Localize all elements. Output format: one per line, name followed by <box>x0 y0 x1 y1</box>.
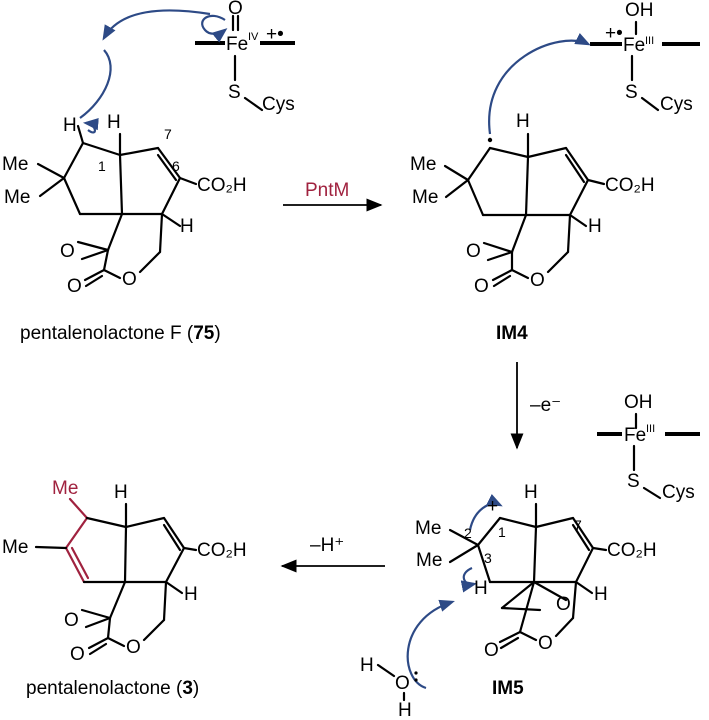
reaction-step-3: –H⁺ <box>280 535 385 573</box>
cys-label: Cys <box>262 94 295 115</box>
water-h-2: H <box>398 700 412 720</box>
fe-iii-oxidation-state: III <box>645 35 654 47</box>
water-molecule: H O H <box>360 655 418 720</box>
h-3-junction: H <box>114 482 128 503</box>
lactone-o-im5: O <box>538 633 553 654</box>
position-7: 7 <box>164 126 172 142</box>
curly-arrow-water <box>406 599 455 690</box>
fe-iv-oxo-cofactor: Fe IV +• O S Cys <box>195 0 295 115</box>
fe-iii-label-2: Fe <box>624 425 646 446</box>
position-1: 1 <box>98 158 106 174</box>
h-im4-junction: H <box>516 111 530 132</box>
curly-arrow-h-abstract <box>79 49 112 119</box>
carbonyl-o: O <box>67 276 82 297</box>
position-1-im5: 1 <box>498 524 506 540</box>
methyl-im4-1: Me <box>410 154 436 175</box>
curly-arrow-rebound <box>488 32 591 135</box>
curly-arrow-to-h <box>102 9 211 41</box>
fe-iii-oxidation-state-2: III <box>646 423 655 435</box>
s-label: S <box>228 82 241 103</box>
methyl-im5-2: Me <box>416 550 442 571</box>
reaction-step-1: PntM <box>283 180 383 212</box>
h-im5-junction: H <box>524 482 538 503</box>
caption-im5: IM5 <box>492 678 524 699</box>
co2h-im5-label: CO₂H <box>607 540 657 561</box>
h-im4-c5: H <box>588 216 602 237</box>
fe-oxidation-state: IV <box>248 31 259 43</box>
cys-label-3: Cys <box>662 482 695 503</box>
curly-arrow-ch-bond-im5 <box>460 566 478 593</box>
oxo-o-label: O <box>228 0 243 19</box>
h-3-c5: H <box>184 584 198 605</box>
intermediate-im4: OH +• Fe III S Cys Me Me H <box>410 0 700 344</box>
epoxide-o: O <box>60 241 75 262</box>
caption-im4: IM4 <box>496 323 528 344</box>
epoxide-o-3: O <box>64 610 79 631</box>
h-c1: H <box>63 115 77 136</box>
curly-arrow-methyl-shift <box>468 493 503 531</box>
caption-compound-3: pentalenolactone (3) <box>26 678 199 699</box>
water-h-1: H <box>360 655 374 676</box>
skeleton-75: H 1 Me Me H 7 6 CO₂H <box>2 112 247 297</box>
epoxide-o-im5: O <box>556 594 571 615</box>
deprotonation-label: –H⁺ <box>310 535 344 556</box>
oh-label-2: OH <box>624 392 653 413</box>
reaction-step-2: –e⁻ <box>510 362 561 450</box>
carbonyl-o-3: O <box>70 644 85 665</box>
position-6: 6 <box>172 158 180 174</box>
fe-iii-label: Fe <box>623 35 645 56</box>
curly-arrow-oxo <box>201 14 228 43</box>
co2h-3-label: CO₂H <box>197 540 247 561</box>
h-c5: H <box>180 216 194 237</box>
s-label-3: S <box>627 471 640 492</box>
methyl-1: Me <box>2 154 28 175</box>
position-3-im5: 3 <box>484 550 492 566</box>
fe-label: Fe <box>226 34 248 55</box>
lactone-o: O <box>122 269 137 290</box>
methyl-highlighted: Me <box>52 478 78 499</box>
position-2-im5: 2 <box>464 525 472 541</box>
epoxide-o-im4: O <box>466 241 481 262</box>
carbonyl-o-im5: O <box>484 640 499 661</box>
compound-3: Me Me H CO₂H H O <box>2 478 247 699</box>
co2h-im4-label: CO₂H <box>605 175 655 196</box>
oxidation-label: –e⁻ <box>530 395 561 416</box>
s-label-2: S <box>625 82 638 103</box>
radical-cation-label: +• <box>266 24 284 45</box>
cys-label-2: Cys <box>660 94 693 115</box>
fe-iii-oh-cofactor-1: OH +• Fe III S Cys <box>590 0 700 115</box>
curly-arrow-ch-bond <box>82 117 99 134</box>
skeleton-im5: + 1 2 3 7 Me Me H H CO₂H H <box>415 482 657 661</box>
carbonyl-o-im4: O <box>474 276 489 297</box>
h-ring-junction: H <box>107 112 121 133</box>
enzyme-pntm-label: PntM <box>305 180 349 201</box>
methyl-im5-1: Me <box>415 518 441 539</box>
h-im5-c3: H <box>474 578 488 599</box>
cation-plus: + <box>487 496 498 517</box>
h-im5-c5: H <box>594 584 608 605</box>
intermediate-im5: + 1 2 3 7 Me Me H H CO₂H H <box>360 482 657 720</box>
radical-cation-label-2: +• <box>605 23 623 44</box>
co2h-label: CO₂H <box>197 175 247 196</box>
methyl-vinyl: Me <box>2 537 28 558</box>
compound-75: Fe IV +• O S Cys H 1 Me <box>2 0 295 344</box>
skeleton-3: Me Me H CO₂H H O <box>2 478 247 665</box>
water-o: O <box>395 673 410 694</box>
lactone-o-im4: O <box>530 270 545 291</box>
methyl-im4-2: Me <box>412 187 438 208</box>
lactone-o-3: O <box>126 637 141 658</box>
methyl-2: Me <box>4 187 30 208</box>
fe-iii-oh-cofactor-2: OH Fe III S Cys <box>597 392 700 503</box>
oh-label: OH <box>625 0 654 21</box>
skeleton-im4: Me Me H CO₂H H O O O <box>410 111 655 297</box>
caption-compound-75: pentalenolactone F (75) <box>20 323 221 344</box>
